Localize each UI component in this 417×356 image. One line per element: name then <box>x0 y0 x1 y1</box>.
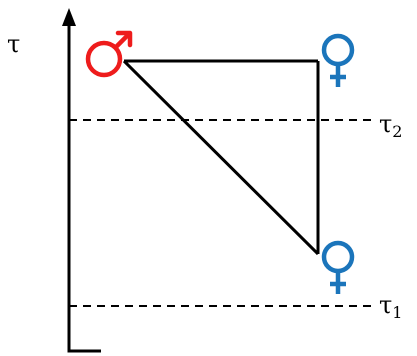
diagonal-branch <box>122 59 320 256</box>
axis-label: τ <box>7 30 20 58</box>
female-icon-top <box>321 33 355 87</box>
tau1-label: τ1 <box>379 291 402 322</box>
tau2-label-base: τ <box>379 110 392 138</box>
axis-arrowhead <box>62 8 76 26</box>
tau2-label-sub: 2 <box>392 122 402 141</box>
tau2-label: τ2 <box>379 110 402 141</box>
tau1-label-base: τ <box>379 291 392 319</box>
male-icon <box>85 30 133 78</box>
female-icon-bottom <box>321 240 355 294</box>
tau1-label-sub: 1 <box>392 303 402 322</box>
